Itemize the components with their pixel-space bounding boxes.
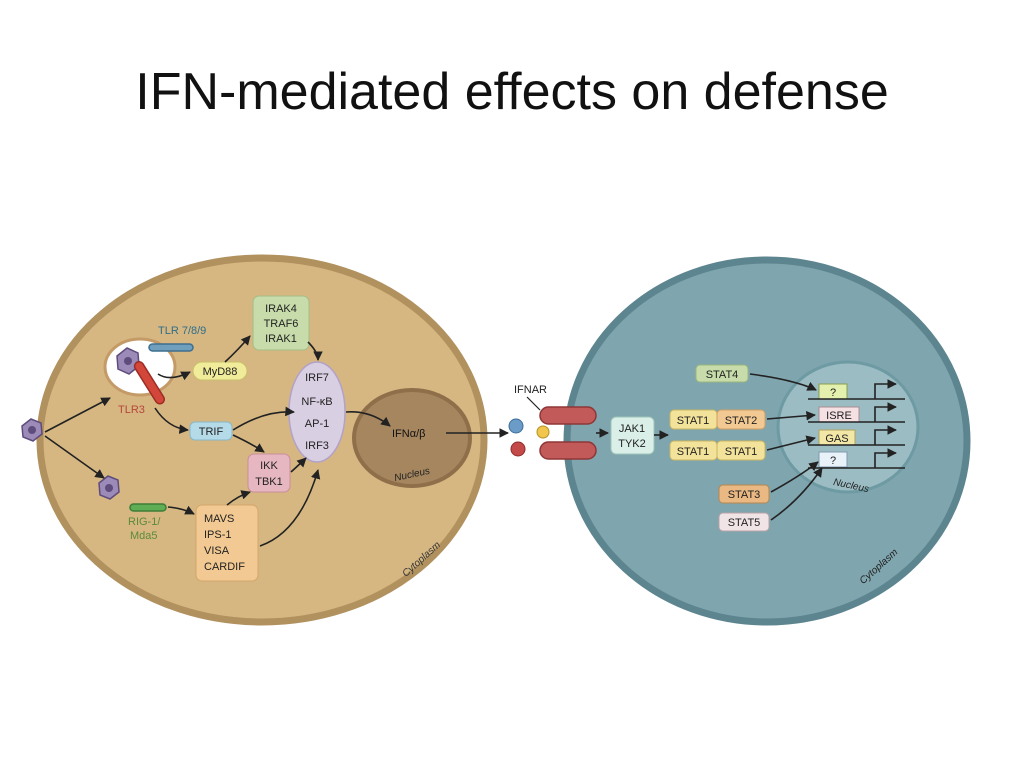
promoter-unknown-bottom-label: ? bbox=[830, 455, 836, 467]
ifnar-receptor-upper bbox=[539, 406, 597, 425]
slide-title: IFN-mediated effects on defense bbox=[135, 63, 889, 121]
nfkb-label: NF-κB bbox=[301, 396, 332, 408]
gene-lines bbox=[808, 379, 905, 469]
ifn-ligand-blue bbox=[508, 418, 524, 434]
ifn-ligand-yellow bbox=[536, 425, 550, 439]
ifnar-receptor-lower bbox=[539, 441, 597, 460]
promoter-isre-label: ISRE bbox=[826, 410, 852, 422]
trif-box bbox=[189, 421, 233, 441]
ifnar-label: IFNAR bbox=[514, 384, 547, 396]
stat1-label-a: STAT1 bbox=[677, 415, 710, 427]
tlr789-receptor bbox=[148, 343, 194, 352]
rig1-receptor bbox=[129, 503, 167, 512]
irak4-label: IRAK4 bbox=[265, 303, 297, 315]
tlr789-label: TLR 7/8/9 bbox=[158, 325, 206, 337]
stat1-label-b: STAT1 bbox=[677, 446, 710, 458]
virus-icon-endosome bbox=[116, 347, 140, 375]
ap1-label: AP-1 bbox=[305, 418, 329, 430]
stat5-box bbox=[718, 512, 770, 532]
irak1-label: IRAK1 bbox=[265, 333, 297, 345]
stat4-label: STAT4 bbox=[706, 369, 739, 381]
irf7-label: IRF7 bbox=[305, 372, 329, 384]
cardif-label: CARDIF bbox=[204, 561, 245, 573]
promoter-unknown-bottom bbox=[818, 451, 848, 468]
right-arrows bbox=[596, 373, 823, 521]
stat4-box bbox=[695, 364, 749, 383]
left-arrows bbox=[44, 335, 509, 547]
ips1-label: IPS-1 bbox=[204, 529, 232, 541]
mavs-label: MAVS bbox=[204, 513, 234, 525]
promoter-gas-label: GAS bbox=[825, 433, 848, 445]
stat1-box-c bbox=[716, 440, 766, 461]
virus-icon bbox=[21, 418, 43, 442]
ifn-label: IFNα/β bbox=[392, 428, 425, 440]
stat2-label: STAT2 bbox=[725, 415, 758, 427]
rig1-label-line2: Mda5 bbox=[130, 530, 158, 542]
virus-icon-cytoplasm bbox=[98, 475, 120, 500]
promoter-unknown-top-label: ? bbox=[830, 387, 836, 399]
tlr3-receptor bbox=[133, 360, 166, 405]
ifn-ligand-red bbox=[510, 441, 526, 457]
right-cell bbox=[563, 256, 971, 626]
tlr3-label: TLR3 bbox=[118, 404, 145, 416]
traf6-label: TRAF6 bbox=[264, 318, 299, 330]
stat3-label: STAT3 bbox=[728, 489, 761, 501]
visa-label: VISA bbox=[204, 545, 230, 557]
stat2-box bbox=[716, 409, 766, 430]
irf3-label: IRF3 bbox=[305, 440, 329, 452]
right-nucleus bbox=[776, 360, 920, 494]
ikk-box bbox=[247, 453, 291, 493]
trif-label: TRIF bbox=[199, 426, 224, 438]
myd88-box bbox=[192, 361, 248, 381]
ifnar-label-pointer bbox=[526, 396, 541, 411]
tyk2-label: TYK2 bbox=[618, 438, 646, 450]
jak1-label: JAK1 bbox=[619, 423, 645, 435]
myd88-label: MyD88 bbox=[203, 366, 238, 378]
stat5-label: STAT5 bbox=[728, 517, 761, 529]
tbk1-label: TBK1 bbox=[255, 476, 283, 488]
left-nucleus bbox=[352, 388, 472, 488]
ikk-label: IKK bbox=[260, 460, 278, 472]
irak-box bbox=[252, 295, 310, 351]
stat1-label-c: STAT1 bbox=[725, 446, 758, 458]
rig1-label-line1: RIG-1/ bbox=[128, 516, 161, 528]
stat3-box bbox=[718, 484, 770, 504]
